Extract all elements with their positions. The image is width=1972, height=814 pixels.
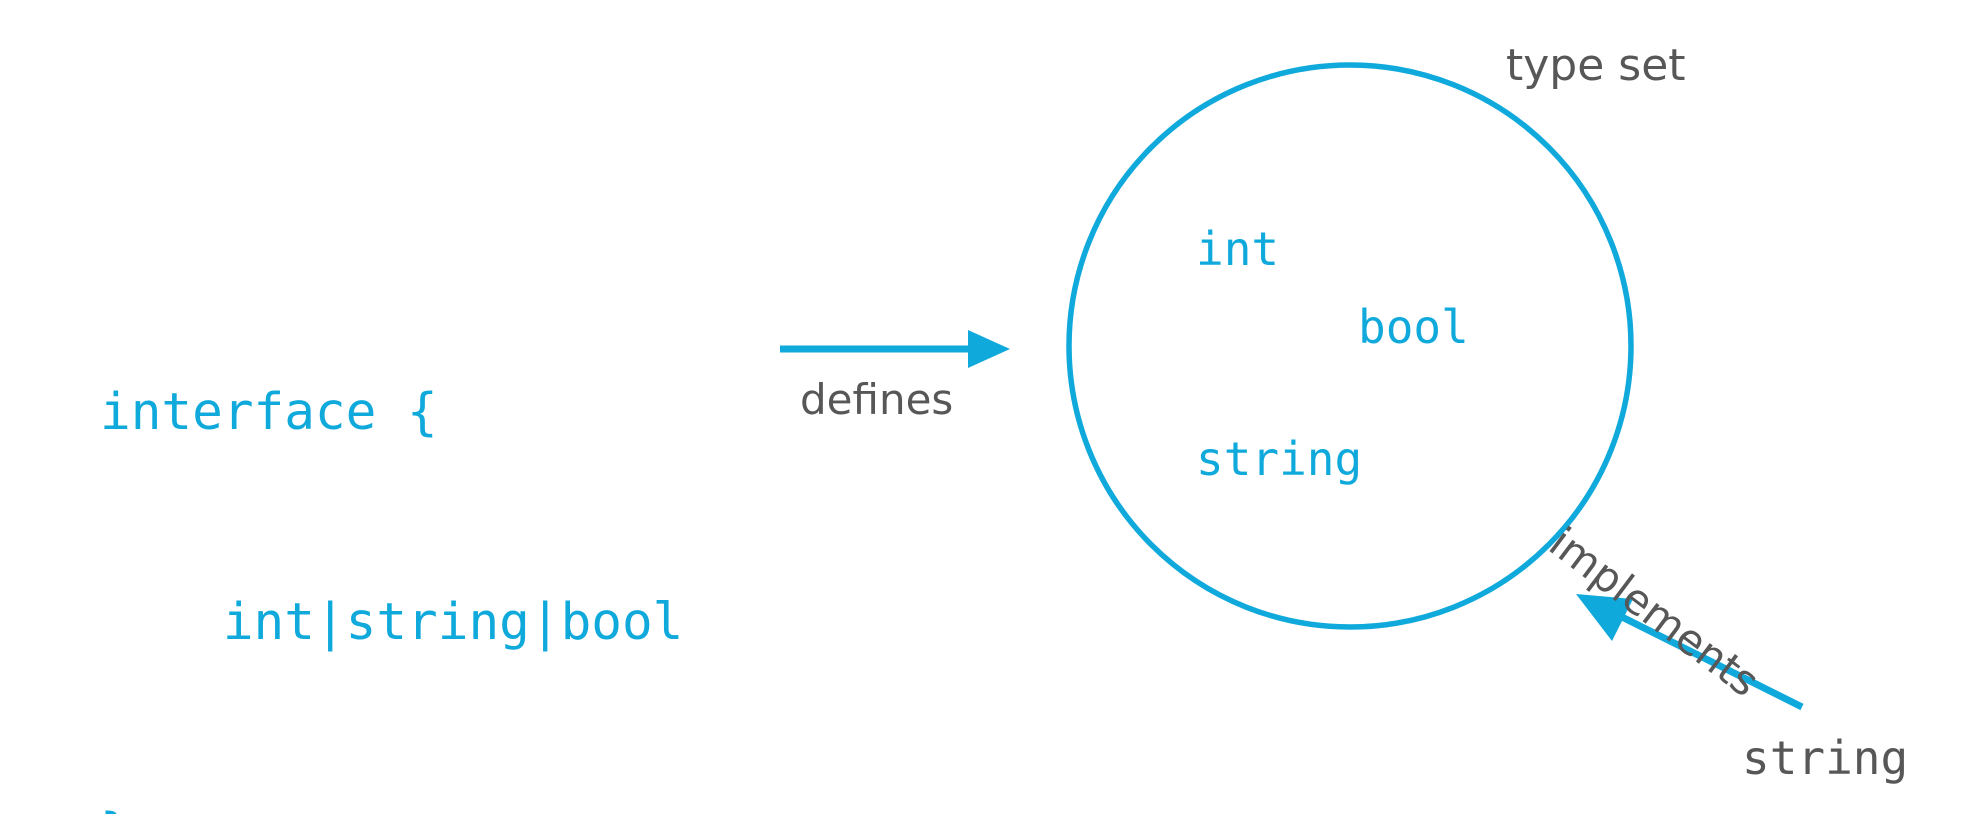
interface-code-block: interface { int|string|bool }: [100, 238, 683, 814]
code-line-3: }: [100, 798, 683, 814]
type-member-bool: bool: [1358, 300, 1469, 354]
type-set-circle: [1066, 62, 1634, 630]
type-member-string: string: [1196, 432, 1363, 486]
type-set-label: type set: [1506, 40, 1686, 91]
type-member-int: int: [1196, 222, 1280, 276]
implementer-type-label: string: [1742, 731, 1909, 785]
defines-arrow: [780, 330, 1010, 368]
code-line-2: int|string|bool: [100, 593, 684, 652]
code-line-1: interface {: [100, 383, 438, 442]
implements-arrow: [1576, 594, 1804, 711]
defines-label: defines: [800, 375, 954, 424]
